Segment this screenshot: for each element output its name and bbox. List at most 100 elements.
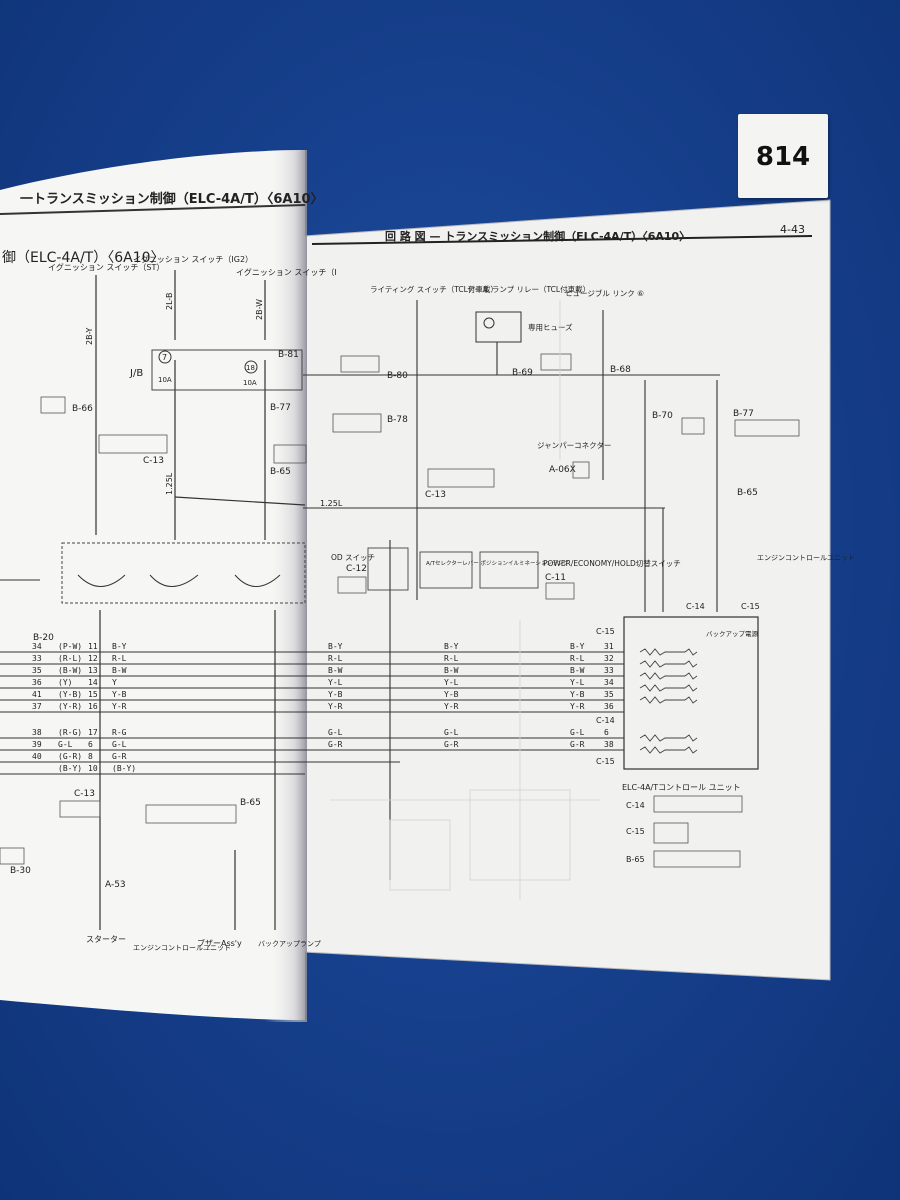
- pin-left-pin: 15: [88, 690, 98, 699]
- pin-left-code: B-W: [112, 666, 127, 675]
- pin-right-code-a: Y-B: [328, 690, 343, 699]
- conn-c14-label-bottom: C-14: [626, 801, 645, 810]
- pin-right-num: 33: [604, 666, 614, 675]
- fuse-7-amp: 10A: [158, 376, 172, 384]
- pin-left-code: G-R: [112, 752, 127, 761]
- od-switch-label: OD スイッチ: [331, 553, 375, 562]
- tail-relay-label: テール ランプ リレー（TCL付車載）: [467, 284, 590, 294]
- buzzer-label: ブザーAss'y: [197, 938, 242, 948]
- pin-left-pin: 14: [88, 678, 98, 687]
- number-sticker: 814: [738, 114, 828, 198]
- pin-right-num: 6: [604, 728, 609, 737]
- backup-lamp-label: バックアップランプ: [258, 940, 321, 948]
- wire-125l-right: 1.25L: [320, 499, 343, 508]
- sticker-number: 814: [755, 142, 811, 172]
- ig-partial-label: イグニッション スイッチ（I: [236, 267, 337, 277]
- left-subheader-text: 御（ELC-4A/T）〈6A10〉: [2, 250, 165, 266]
- pin-left-code: B-Y: [112, 642, 127, 651]
- pin-left-wire: (P-W): [58, 642, 83, 651]
- power-switch-label: POWER/ECONOMY/HOLD切替スイッチ: [543, 558, 681, 568]
- pin-right-code-b: Y-R: [444, 702, 459, 711]
- pin-left-num: 36: [32, 678, 42, 687]
- conn-c14-label-mid: C-14: [596, 716, 615, 725]
- pin-left-code: Y-R: [112, 702, 127, 711]
- pin-left-num: 38: [32, 728, 42, 737]
- fuse-18-amp: 10A: [243, 379, 257, 387]
- conn-b77-label: B-77: [270, 403, 291, 413]
- jb-label: J/B: [129, 368, 143, 379]
- conn-c13b-label: C-13: [74, 789, 95, 799]
- conn-b80-label: B-80: [387, 371, 408, 381]
- conn-c14-label-top: C-14: [686, 602, 705, 611]
- pin-left-pin: 16: [88, 702, 98, 711]
- pin-left-wire: (R-G): [58, 728, 83, 737]
- pin-left-code: Y-B: [112, 690, 127, 699]
- pin-left-code: G-L: [112, 740, 127, 749]
- pin-left-num: 39: [32, 740, 42, 749]
- pin-left-code: R-L: [112, 654, 127, 663]
- pin-right-code-b: R-L: [444, 654, 459, 663]
- page-number: 4-43: [780, 223, 805, 236]
- engine-unit-label-right: エンジンコントロールユニット: [757, 554, 855, 562]
- pin-left-wire: (B-Y): [58, 764, 83, 773]
- pin-left-pin: 8: [88, 752, 93, 761]
- left-page-header: 一トランスミッション制御（ELC-4A/T）〈6A10〉 御（ELC-4A/T）…: [0, 191, 324, 266]
- pin-right-code-c: G-R: [570, 740, 585, 749]
- conn-c12-label: C-12: [346, 564, 367, 574]
- pin-right-num: 34: [604, 678, 614, 687]
- ig-st-label: イグニッション スイッチ（ST）: [48, 262, 164, 272]
- pin-left-num: 40: [32, 752, 42, 761]
- starter-label: スターター: [86, 935, 126, 944]
- pin-left-wire: (R-L): [58, 654, 83, 663]
- pin-left-wire: (Y-B): [58, 690, 83, 699]
- pin-right-code-b: G-L: [444, 728, 459, 737]
- pin-right-code-a: G-L: [328, 728, 343, 737]
- pin-right-code-c: Y-R: [570, 702, 585, 711]
- dedicated-fuse-label: 専用ヒューズ: [528, 322, 573, 332]
- pin-right-code-a: B-W: [328, 666, 343, 675]
- pin-left-pin: 13: [88, 666, 98, 675]
- wire-2by-label: 2B-Y: [85, 327, 94, 345]
- pin-right-code-b: B-Y: [444, 642, 459, 651]
- pin-left-wire: (Y): [58, 678, 73, 687]
- pin-right-code-a: B-Y: [328, 642, 343, 651]
- conn-c15-label-top: C-15: [596, 627, 615, 636]
- pin-right-num: 35: [604, 690, 614, 699]
- pin-left-wire: (B-W): [58, 666, 83, 675]
- conn-b65-label-bottom: B-65: [626, 855, 645, 864]
- wire-2lb-label: 2L-B: [165, 293, 174, 311]
- conn-c15-label-low: C-15: [596, 757, 615, 766]
- conn-b70-label: B-70: [652, 411, 673, 421]
- backup-power-label: バックアップ電源: [706, 629, 759, 638]
- pin-right-code-a: G-R: [328, 740, 343, 749]
- pin-left-pin: 12: [88, 654, 98, 663]
- pin-right-code-b: B-W: [444, 666, 459, 675]
- conn-b78-label: B-78: [387, 415, 408, 425]
- conn-c15-label-top2: C-15: [741, 602, 760, 611]
- pin-right-code-b: G-R: [444, 740, 459, 749]
- engine-unit-label-left: エンジンコントロールユニット: [133, 944, 231, 952]
- pin-left-num: 35: [32, 666, 42, 675]
- pin-right-code-c: G-L: [570, 728, 585, 737]
- conn-b65-label: B-65: [270, 467, 291, 477]
- pin-right-code-b: Y-B: [444, 690, 459, 699]
- pin-right-num: 31: [604, 642, 614, 651]
- conn-c11-label: C-11: [545, 573, 566, 583]
- pin-right-code-c: B-Y: [570, 642, 585, 651]
- conn-b77-label-right: B-77: [733, 409, 754, 419]
- conn-b68-label: B-68: [610, 365, 631, 375]
- pin-left-wire: (Y-R): [58, 702, 83, 711]
- pin-right-num: 32: [604, 654, 614, 663]
- wire-125l-label: 1.25L: [165, 472, 174, 495]
- left-header-text: 一トランスミッション制御（ELC-4A/T）〈6A10〉: [20, 191, 324, 207]
- right-header-text: 回 路 図 — トランスミッション制御（ELC-4A/T）〈6A10〉: [385, 229, 690, 243]
- pin-left-wire: (G-R): [58, 752, 83, 761]
- pin-left-code: Y: [112, 678, 117, 687]
- conn-b69-label: B-69: [512, 368, 533, 378]
- jumper-label: ジャンパーコネクター: [537, 441, 611, 450]
- conn-b65-label-right: B-65: [737, 488, 758, 498]
- lighting-switch-label: ライティング スイッチ（TCL付車載）: [370, 284, 498, 294]
- pin-right-code-c: Y-B: [570, 690, 585, 699]
- conn-b20-label: B-20: [33, 633, 54, 643]
- conn-c13-label: C-13: [143, 456, 164, 466]
